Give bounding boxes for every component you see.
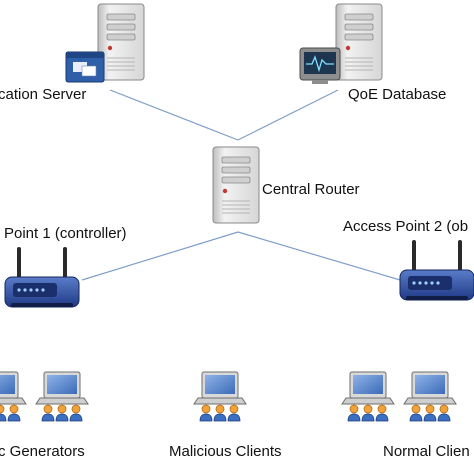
link-router-ap1: [81, 231, 239, 281]
server-icon: [335, 3, 383, 81]
laptop-with-users-icon: [194, 372, 246, 421]
access-point-1-node: [4, 246, 80, 308]
malicious-clients-label: Malicious Clients: [169, 443, 282, 460]
application-server-node: [65, 3, 145, 83]
server-icon: [97, 3, 145, 81]
central-router-label: Central Router: [262, 181, 360, 198]
connections: [81, 89, 401, 281]
central-router-node: [212, 146, 260, 224]
link-qoe-db-router: [237, 89, 339, 141]
application-server-label: cation Server: [0, 86, 87, 103]
access-point-1-label: Point 1 (controller): [4, 225, 127, 242]
normal-clients-group: [342, 372, 456, 421]
normal-clients-label: Normal Clien: [383, 443, 470, 460]
traffic-generators-group: [0, 372, 88, 421]
traffic-generators-label: c Generators: [0, 443, 85, 460]
link-app-server-router: [109, 89, 239, 141]
laptop-with-users-icon: [36, 372, 88, 421]
server-icon: [212, 146, 260, 224]
qoe-database-label: QoE Database: [348, 86, 447, 103]
access-point-2-label: Access Point 2 (ob: [343, 218, 469, 235]
app-window-icon: [65, 51, 105, 83]
access-point-2-node: [399, 239, 474, 301]
malicious-clients-group: [194, 372, 246, 421]
laptop-with-users-icon: [342, 372, 394, 421]
link-router-ap2: [237, 231, 401, 281]
monitor-icon: [299, 47, 341, 84]
laptop-with-users-icon: [0, 372, 26, 421]
wireless-router-icon: [4, 246, 80, 308]
qoe-database-node: [299, 3, 383, 84]
wireless-router-icon: [399, 239, 474, 301]
laptop-with-users-icon: [404, 372, 456, 421]
